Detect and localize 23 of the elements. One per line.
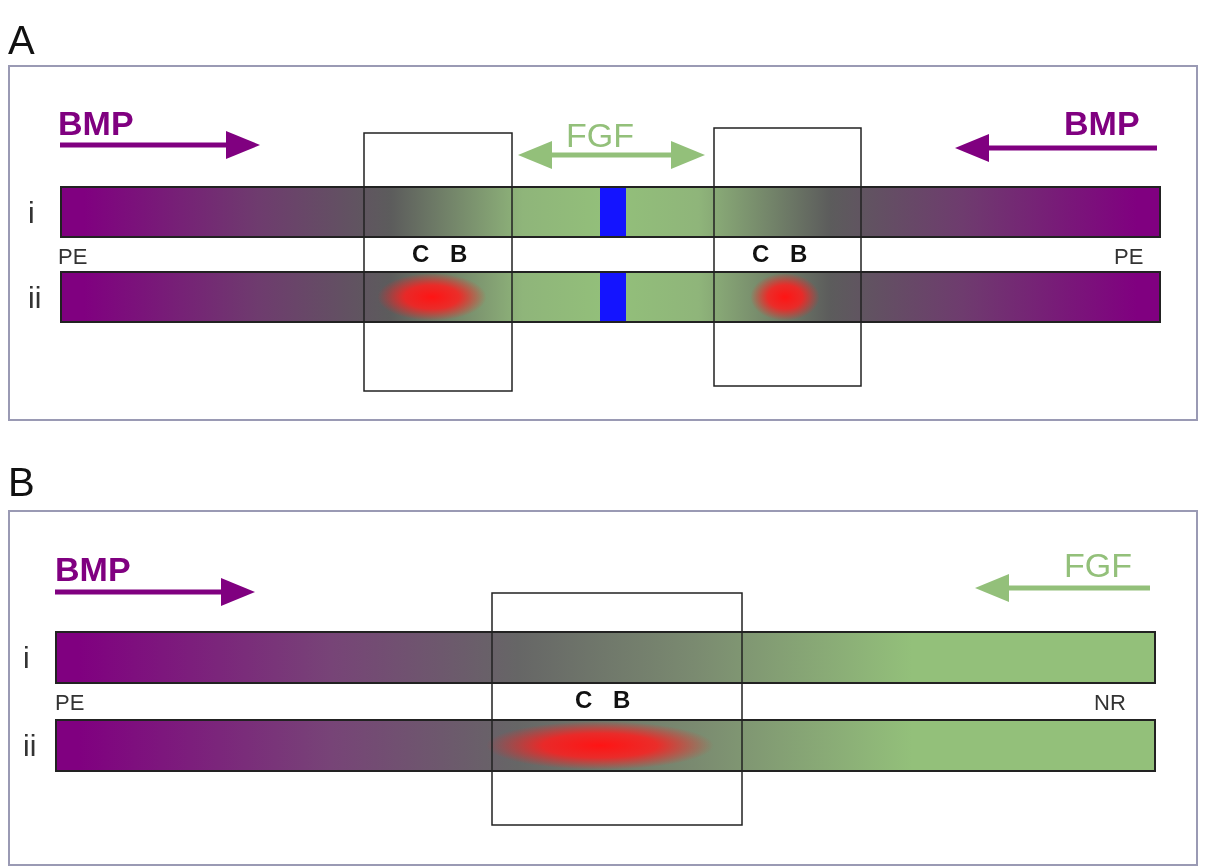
zone-label: B (450, 242, 468, 266)
tissue-label: NR (1094, 692, 1126, 714)
zone-label: C (752, 242, 770, 266)
panel-frame (8, 65, 1198, 421)
row-label: i (23, 643, 30, 673)
tissue-label: PE (58, 246, 88, 268)
zone-label: B (613, 688, 631, 712)
signal-label: FGF (1064, 548, 1132, 582)
signal-label: BMP (55, 552, 131, 586)
row-label: ii (23, 731, 37, 761)
tissue-label: PE (55, 692, 85, 714)
row-label: i (28, 198, 35, 228)
zone-label: B (790, 242, 808, 266)
panel-letter: A (8, 20, 35, 60)
panel-letter: B (8, 462, 35, 502)
zone-label: C (412, 242, 430, 266)
tissue-label: PE (1114, 246, 1144, 268)
signal-label: FGF (566, 118, 634, 152)
signal-label: BMP (58, 106, 134, 140)
signal-label: BMP (1064, 106, 1140, 140)
panel-frame (8, 510, 1198, 866)
zone-label: C (575, 688, 593, 712)
row-label: ii (28, 283, 42, 313)
